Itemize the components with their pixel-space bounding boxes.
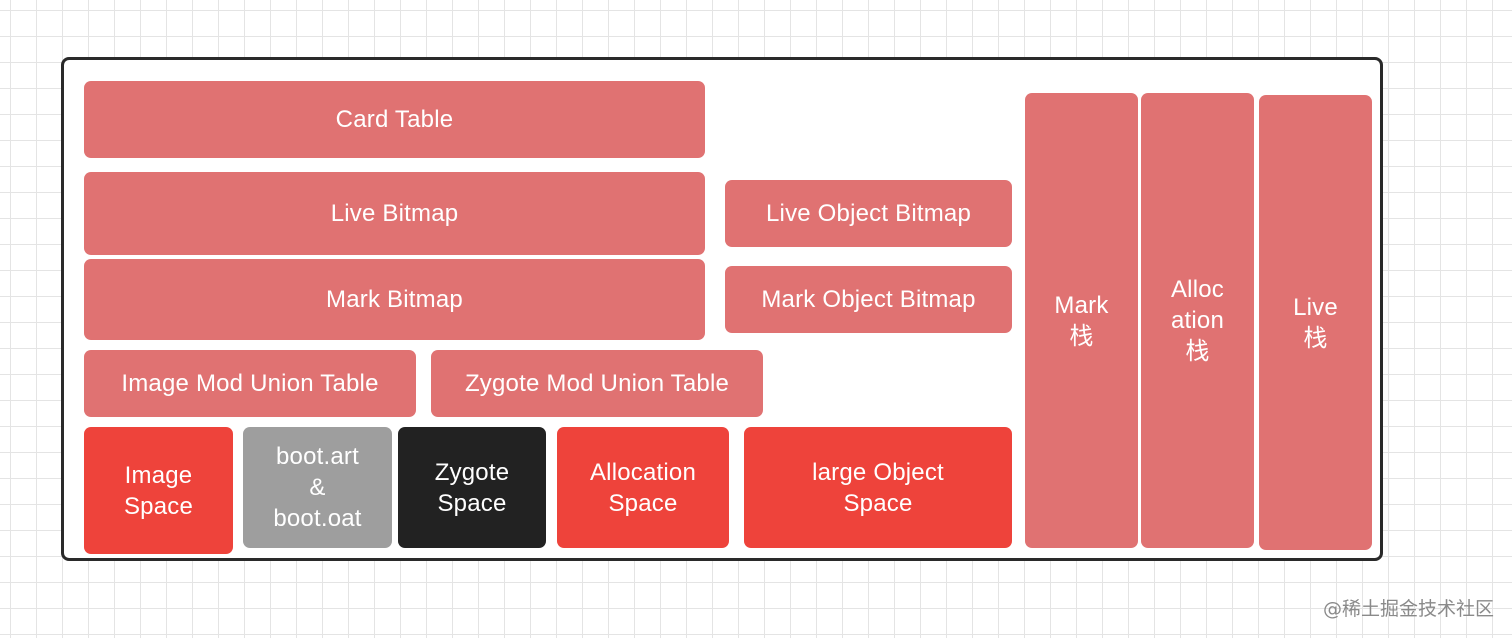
image-mod-union-table-block: Image Mod Union Table — [84, 350, 416, 417]
mark-bitmap-block: Mark Bitmap — [84, 259, 705, 340]
live-bitmap-block: Live Bitmap — [84, 172, 705, 255]
image-space-block: Image Space — [84, 427, 233, 554]
zygote-mod-union-table-block: Zygote Mod Union Table — [431, 350, 763, 417]
allocation-stack-block: Alloc ation 栈 — [1141, 93, 1254, 548]
large-object-space-block: large Object Space — [744, 427, 1012, 548]
allocation-space-block: Allocation Space — [557, 427, 729, 548]
card-table-block: Card Table — [84, 81, 705, 158]
zygote-space-block: Zygote Space — [398, 427, 546, 548]
boot-art-oat-block: boot.art & boot.oat — [243, 427, 392, 548]
watermark-text: @稀土掘金技术社区 — [1322, 598, 1494, 620]
live-object-bitmap-block: Live Object Bitmap — [725, 180, 1012, 247]
mark-object-bitmap-block: Mark Object Bitmap — [725, 266, 1012, 333]
mark-stack-block: Mark 栈 — [1025, 93, 1138, 548]
live-stack-block: Live 栈 — [1259, 95, 1372, 550]
